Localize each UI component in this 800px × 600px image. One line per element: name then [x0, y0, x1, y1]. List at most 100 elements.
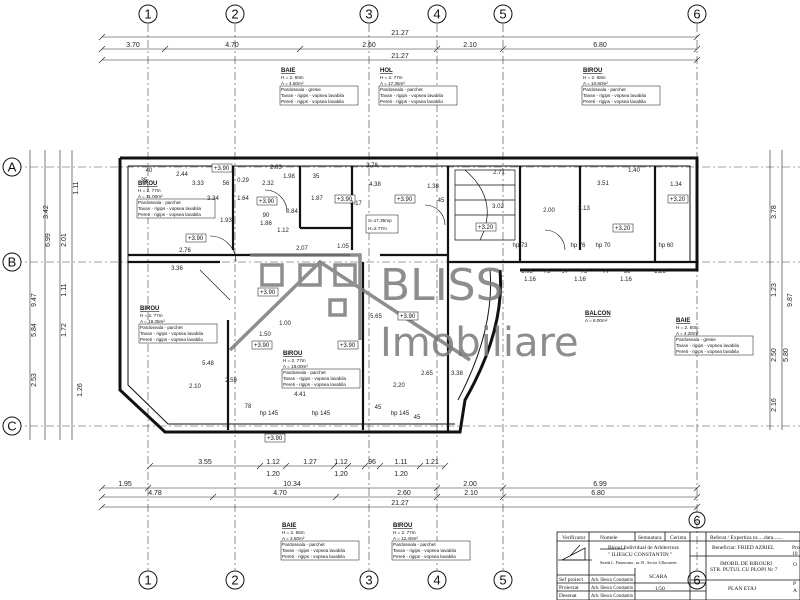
room-walls: Pereti - rigips - vopsea lavabila	[676, 349, 739, 354]
elevation-box	[185, 233, 207, 243]
room-ceiling: Tavan - rigips - vopsea lavabila	[138, 206, 202, 211]
grid-label-row: B	[8, 255, 17, 270]
dimension-tick	[98, 33, 106, 41]
interior-dimension: 1.40	[628, 168, 640, 174]
title-block: 6 Verificator Numele Semnatura Cerinta R…	[556, 511, 800, 600]
interior-dimension: 40	[146, 168, 153, 174]
interior-dimension: 3.51	[597, 181, 609, 187]
dimension-text: 6.99	[593, 481, 607, 488]
room-floor: Pardoseala - gresie	[676, 337, 716, 342]
grid-label-col: 1	[144, 7, 151, 22]
elevation-marks: +3.90+3.90+3.90+3.90+3.90+3.90+3.90+3.90…	[185, 163, 689, 443]
room-floor: Pardoseala - parchet	[393, 542, 436, 547]
col-cerinta: Cerinta	[670, 535, 687, 541]
room-height: H = 2. 77m	[393, 530, 416, 535]
room-area: A = 4.20m²	[676, 331, 699, 336]
dimension-text: 1.26	[77, 383, 84, 397]
dimension-tick	[693, 503, 701, 511]
dimension-text: 4.78	[148, 490, 162, 497]
role-2: Desenat	[559, 593, 577, 599]
watermark-house-icon	[228, 253, 471, 362]
interior-dimension: 1.16	[574, 277, 586, 283]
dimension-tick	[98, 484, 106, 492]
interior-dimension: 45	[438, 198, 445, 204]
dimension-tick	[146, 462, 154, 470]
interior-dimension: 2.20	[393, 383, 405, 389]
dimension-tick	[361, 462, 369, 470]
dimension-text: 1.72	[61, 323, 68, 337]
room-floor: Pardoseala - parchet	[282, 542, 325, 547]
room-floor: Pardoseala - parchet	[583, 87, 626, 92]
elevation-box	[667, 194, 689, 204]
grid-label-col: 5	[499, 7, 506, 22]
room-height: H = 2. 77m	[380, 75, 403, 80]
interior-dimension: 3.34	[207, 196, 219, 202]
dimension-subtext: 1.20	[266, 471, 280, 478]
room-walls: Pereti - rigips - vopsea lavabila	[393, 554, 456, 559]
dimension-tick	[296, 45, 304, 53]
interior-dimension: 5.48	[202, 361, 214, 367]
interior-dimension: 2.00	[543, 208, 555, 214]
dimension-text: 1.11	[394, 459, 407, 466]
interior-dimension: 35	[141, 178, 148, 184]
room-height: H = 2. 77m	[138, 188, 161, 193]
dimension-text: 6.80	[593, 42, 607, 49]
dimension-text: 9.87	[787, 293, 794, 307]
scale-label: SCARA	[649, 574, 667, 580]
interior-dimension: 66	[624, 269, 631, 275]
dimension-text: 10.34	[283, 481, 301, 488]
dimension-tick	[433, 493, 441, 501]
room-ceiling: Tavan - rigips - vopsea lavabila	[676, 343, 740, 348]
interior-dimension: hp 73	[512, 243, 528, 249]
dimension-text: 1.12	[266, 459, 280, 466]
interior-dimension: 1.34	[670, 182, 682, 188]
interior-dimension: 1.16	[524, 277, 536, 283]
dimension-text: 1.11	[73, 181, 80, 194]
dimension-text: 3.42	[43, 205, 50, 219]
role-1-name: Arh. Iliescu Constantin	[591, 586, 633, 591]
interior-dimension: 1.03	[521, 269, 533, 275]
room-height: H = 2. 77m	[140, 313, 163, 318]
room-finish-box	[674, 335, 754, 356]
office-address: Strada L. Patrascanu , nr.19 , Sector 3,…	[600, 560, 678, 566]
interior-dimension: 3.02	[492, 204, 504, 210]
grid-bubble	[359, 570, 379, 590]
elevation-mark: +3.90	[267, 436, 283, 442]
interior-dimension: 75	[581, 269, 588, 275]
dimension-text: 2.60	[397, 490, 411, 497]
dimension-text: 3.78	[771, 205, 778, 219]
room-height: H = 2. 55m	[282, 530, 305, 535]
room-height: H = 2. 60m	[281, 75, 304, 80]
dimension-tick	[332, 493, 340, 501]
elevation-box	[475, 222, 497, 232]
dimension-tick	[499, 493, 507, 501]
dimension-tick	[499, 484, 507, 492]
room-name: HOL	[380, 68, 393, 74]
dimension-tick	[693, 484, 701, 492]
interior-dimension: 3.17	[350, 201, 362, 207]
room-ceiling: Tavan - rigips - vopsea lavabila	[140, 331, 204, 336]
elevation-box	[256, 196, 278, 206]
room-area: A = 3.50m²	[282, 536, 305, 541]
interior-dimension: 2.32	[262, 181, 274, 187]
dimension-text: 5.80	[783, 348, 790, 362]
interior-dimension: 56	[223, 181, 230, 187]
room-name: BAIE	[282, 523, 296, 529]
dimension-tick	[693, 45, 701, 53]
interior-dimension: 0.84	[286, 209, 298, 215]
grid-label-col: 2	[231, 7, 238, 22]
watermark-bliss: BLISS	[380, 260, 504, 311]
dimension-tick	[433, 45, 441, 53]
plan-title: PLAN ETAJ	[728, 586, 757, 592]
room-name: BIROU	[393, 523, 412, 529]
door-swings	[199, 189, 566, 301]
dimension-text: 2.00	[463, 481, 477, 488]
room-walls: Pereti - rigips - vopsea lavabila	[283, 382, 346, 387]
interior-dimension: 1.05	[337, 244, 349, 250]
dimension-text: 21.27	[391, 500, 409, 507]
role-0-name: Arh. Iliescu Constantin	[591, 578, 633, 583]
